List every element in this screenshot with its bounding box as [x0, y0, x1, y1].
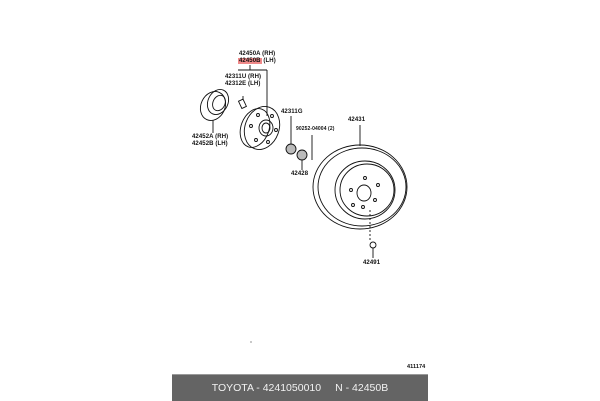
bearing-seal-drawing: [199, 89, 230, 133]
label-bolt-rh: 42311U (RH): [225, 74, 262, 80]
hub-bolt-drawing: [237, 96, 248, 110]
label-hub-lh: 42450B (LH): [238, 58, 276, 64]
nut-g-drawing: [285, 143, 297, 155]
label-bearing-lh: 42452B (LH): [192, 141, 228, 147]
label-disc: 42431: [348, 117, 366, 123]
label-bolt-lh: 42312E (LH): [225, 81, 261, 87]
label-nut: 42428: [291, 171, 309, 177]
label-bearing-rh: 42452A (RH): [192, 134, 229, 140]
brake-disc-drawing: [312, 125, 408, 258]
highlighted-part-number[interactable]: 42450B: [238, 58, 262, 64]
hub-assembly-drawing: [239, 106, 281, 150]
part-info-bar: TOYOTA - 4241050010 N - 42450B: [172, 374, 428, 401]
nut-42428-drawing: [296, 149, 308, 161]
brand-part-number: TOYOTA - 4241050010: [211, 382, 322, 394]
figure-number: 411174: [407, 364, 426, 370]
label-bolt-g: 42311G: [281, 109, 303, 115]
diagram-reference: N - 42450B: [335, 382, 389, 394]
label-screw: 90252-04004 (2): [296, 126, 335, 132]
label-plug: 42491: [363, 260, 381, 266]
label-hub-rh: 42450A (RH): [239, 51, 276, 57]
